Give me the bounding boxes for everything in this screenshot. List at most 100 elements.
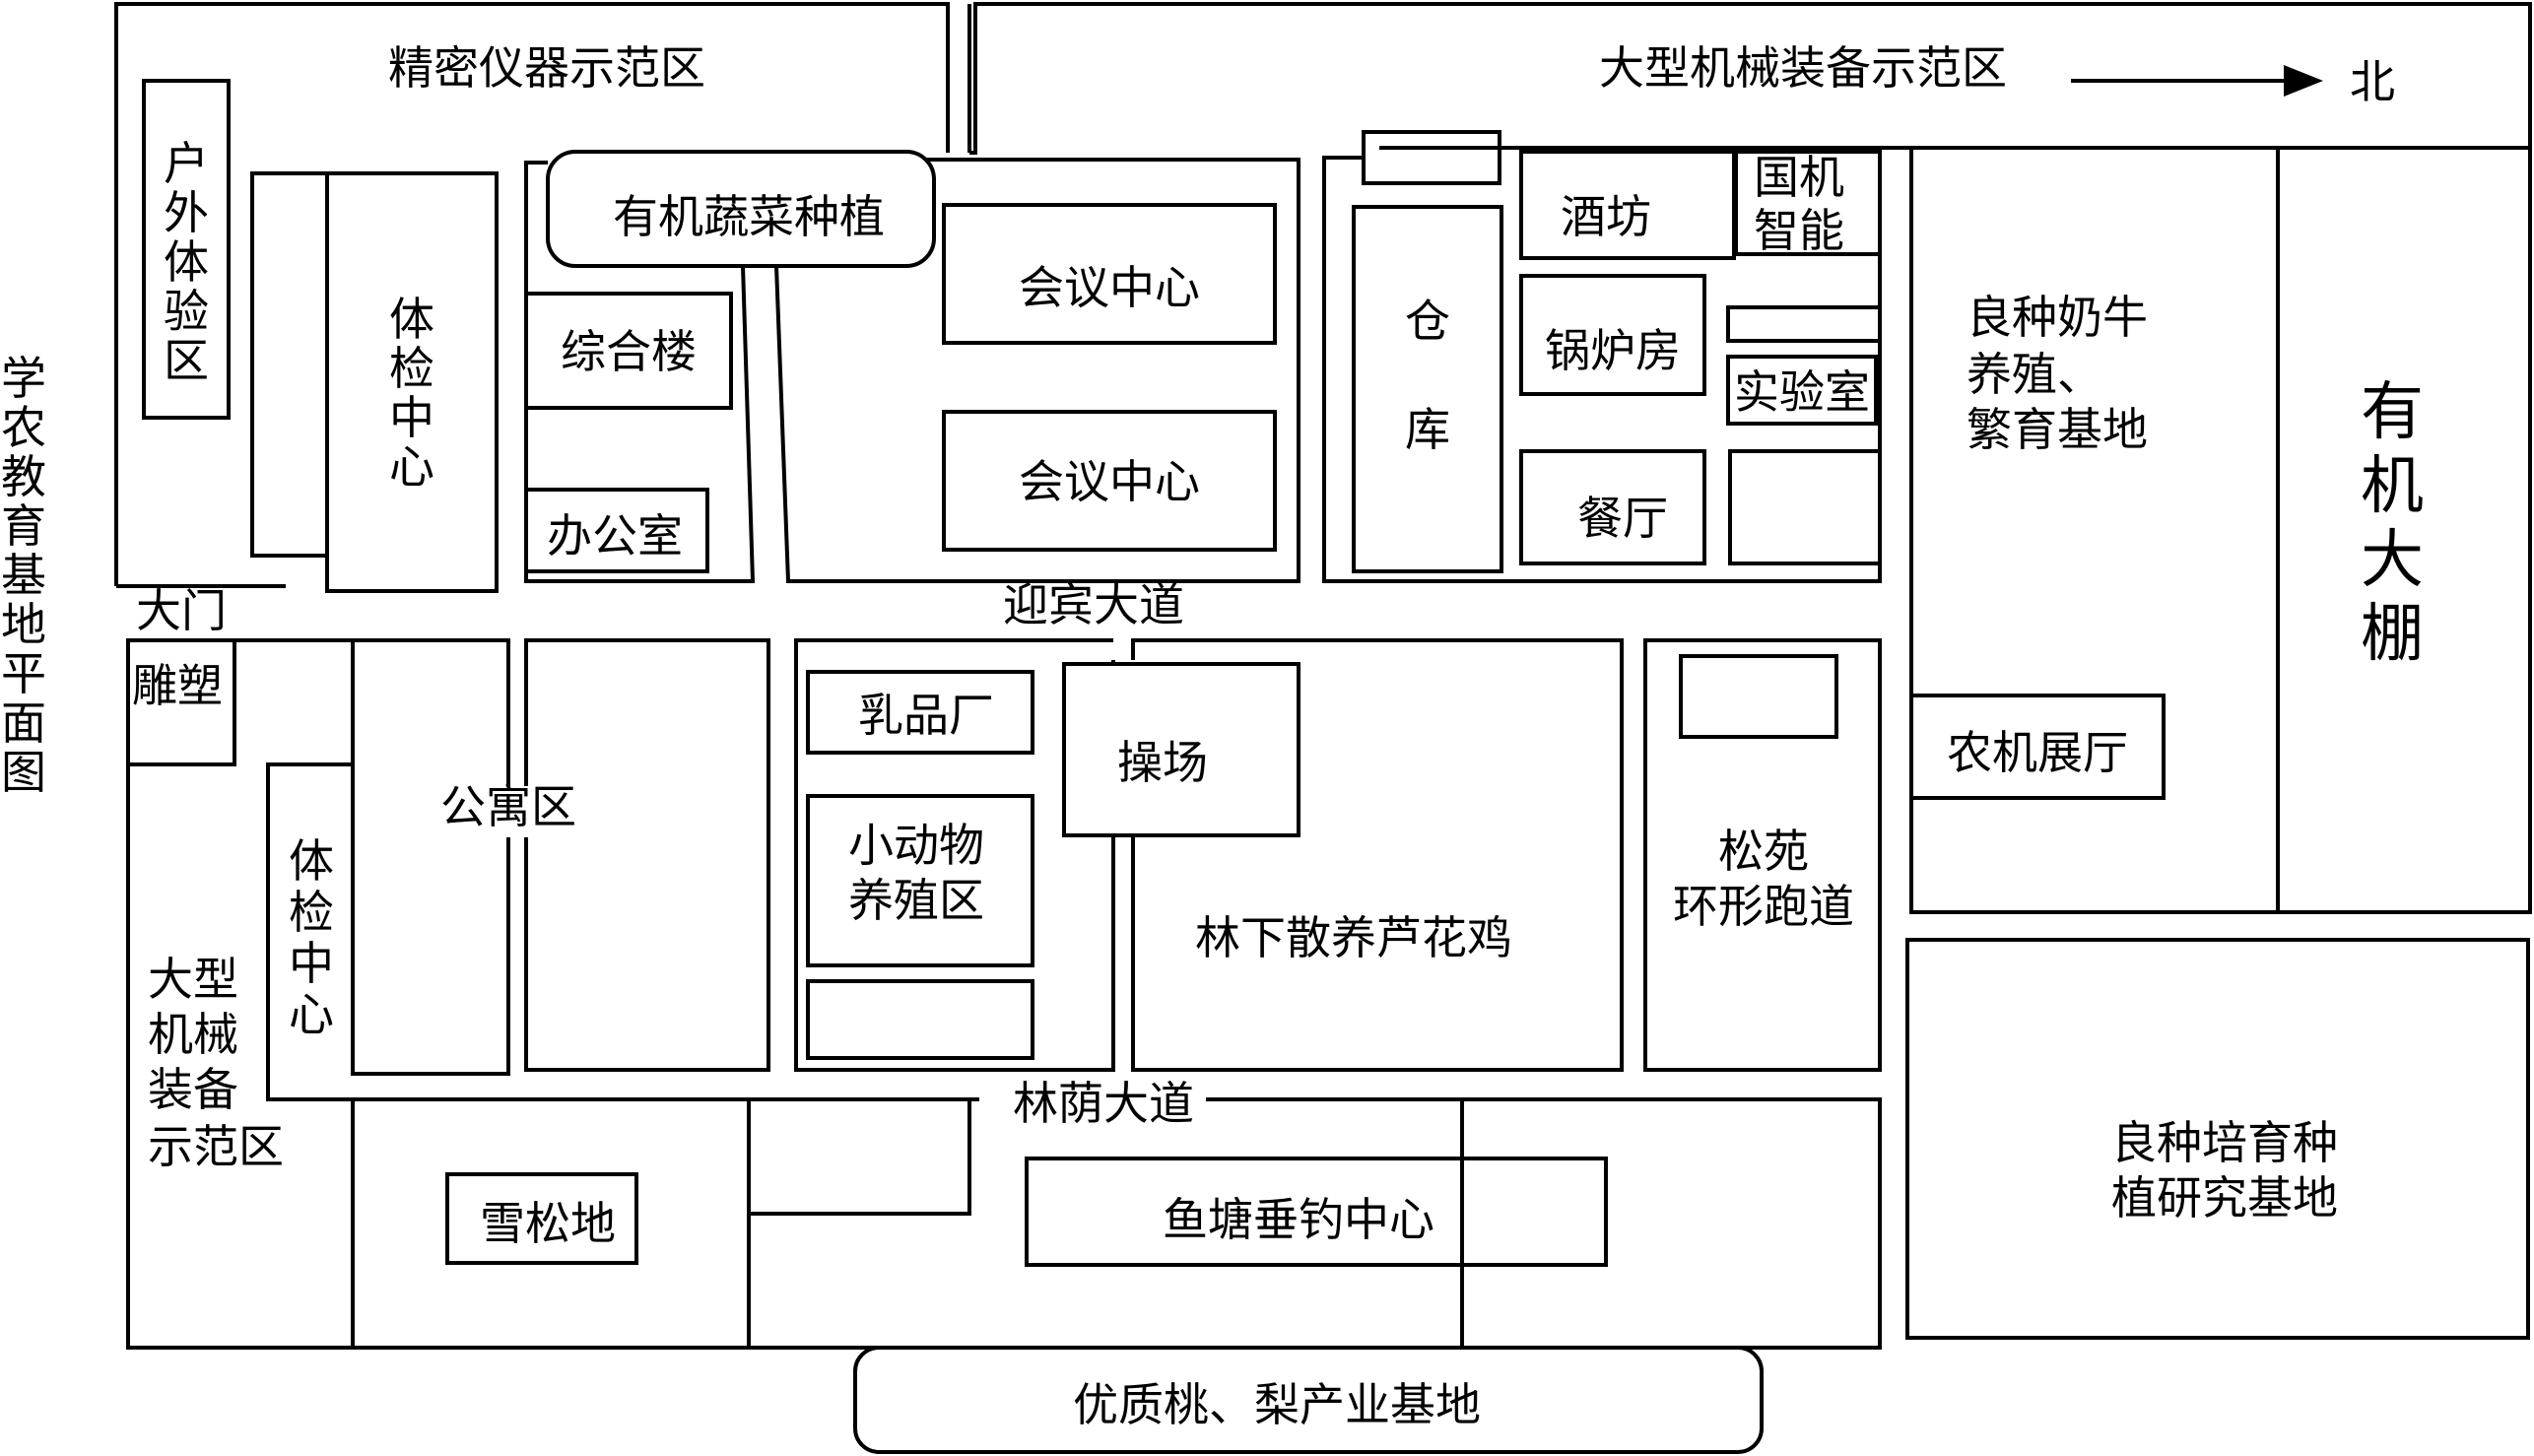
svg-text:松苑: 松苑 [1718, 825, 1809, 878]
svg-text:装备: 装备 [148, 1063, 238, 1116]
north-arrowhead-icon [2284, 65, 2323, 97]
national-machinery-smart[interactable]: 国机 智能 [1734, 150, 1882, 257]
dairy-factory-label: 乳品厂 [858, 689, 994, 742]
svg-text:示范区: 示范区 [148, 1120, 284, 1173]
peach-pear-base[interactable]: 优质桃、梨产业基地 [853, 1346, 1764, 1454]
precision-instruments-label: 精密仪器示范区 [388, 41, 705, 95]
boiler-room[interactable]: 锅炉房 [1519, 274, 1706, 396]
chicken-farm[interactable]: 林下散养芦花鸡 [1131, 638, 1624, 1072]
playground[interactable]: 操场 [1062, 662, 1300, 837]
canteen-label: 餐厅 [1577, 492, 1668, 545]
organic-greenhouse[interactable]: 有 机 大 棚 [2278, 146, 2532, 914]
precision-instruments-zone[interactable]: 精密仪器示范区 [114, 2, 950, 588]
fish-pond[interactable]: 鱼塘垂钓中心 [1025, 1157, 1608, 1267]
north-label: 北 [2350, 55, 2395, 108]
sculpture[interactable]: 雕塑 [126, 638, 236, 766]
east-annex [1728, 449, 1882, 565]
small-animal-annex [806, 979, 1034, 1060]
svg-text:智能: 智能 [1754, 204, 1844, 257]
laboratory-label: 实验室 [1734, 365, 1870, 419]
sculpture-label: 雕塑 [132, 659, 223, 712]
svg-text:环形跑道: 环形跑道 [1673, 880, 1854, 933]
snow-pine-label: 雪松地 [480, 1197, 616, 1250]
svg-text:检: 检 [389, 342, 434, 395]
north-indicator: 北 [2071, 55, 2395, 108]
svg-text:体: 体 [164, 235, 209, 289]
canteen[interactable]: 餐厅 [1519, 449, 1706, 565]
gate-label: 大门 [136, 584, 227, 637]
playground-label: 操场 [1117, 736, 1208, 789]
office-label: 办公室 [547, 509, 683, 563]
peach-pear-label: 优质桃、梨产业基地 [1073, 1378, 1481, 1431]
medical-center-south[interactable]: 体 检 中 心 [266, 762, 979, 1101]
yingbin-road-label: 迎宾大道 [1003, 578, 1184, 631]
apartment-zone[interactable]: 公寓区 [351, 638, 770, 1076]
svg-text:有: 有 [2361, 376, 2424, 449]
gatehouse [1362, 130, 1501, 185]
snow-pine-field[interactable]: 雪松地 [445, 1172, 638, 1265]
svg-text:基: 基 [1, 549, 46, 602]
svg-text:繁育基地: 繁育基地 [1967, 403, 2148, 456]
svg-text:户: 户 [164, 137, 209, 190]
boiler-room-label: 锅炉房 [1545, 324, 1681, 377]
winery[interactable]: 酒坊 [1519, 150, 1736, 260]
svg-text:国机: 国机 [1754, 151, 1844, 204]
medical-center-north[interactable]: 体 检 中 心 [325, 171, 499, 593]
svg-text:良种培育种: 良种培育种 [2111, 1116, 2338, 1169]
svg-text:养殖、: 养殖、 [1967, 348, 2102, 401]
svg-text:小动物: 小动物 [848, 819, 984, 872]
svg-text:育: 育 [1, 499, 46, 553]
conference-center-2[interactable]: 会议中心 [942, 410, 1277, 552]
conference-center-2-label: 会议中心 [1019, 455, 1200, 508]
svg-text:大型: 大型 [148, 953, 238, 1006]
complex-building-label: 综合楼 [561, 325, 697, 378]
svg-text:面: 面 [1, 696, 46, 750]
warehouse[interactable]: 仓 库 [1352, 205, 1503, 573]
svg-text:植研究基地: 植研究基地 [2111, 1171, 2338, 1224]
organic-vegetables-label: 有机蔬菜种植 [613, 190, 885, 243]
east-north-block [1322, 148, 1882, 583]
outdoor-experience-zone[interactable]: 户 外 体 验 区 [142, 79, 231, 420]
svg-text:体: 体 [289, 834, 334, 888]
dairy-cattle-base[interactable]: 良种奶牛 养殖、 繁育基地 [1909, 148, 2280, 914]
svg-text:机械: 机械 [148, 1008, 238, 1061]
apartment-label: 公寓区 [440, 780, 576, 833]
complex-block [524, 161, 756, 583]
seed-breeding-base[interactable]: 良种培育种 植研究基地 [1905, 938, 2530, 1340]
farm-machinery-hall[interactable]: 农机展厅 [1909, 694, 2166, 800]
chicken-farm-label: 林下散养芦花鸡 [1195, 911, 1512, 964]
svg-text:心: 心 [389, 440, 434, 494]
linyin-road-label: 林荫大道 [1013, 1077, 1194, 1130]
fish-pond-label: 鱼塘垂钓中心 [1163, 1193, 1434, 1246]
pine-garden[interactable]: 松苑 环形跑道 [1643, 638, 1882, 1072]
organic-vegetables[interactable]: 有机蔬菜种植 [546, 150, 936, 268]
svg-text:学: 学 [1, 352, 46, 405]
svg-text:图: 图 [1, 746, 46, 799]
svg-text:仓: 仓 [1405, 295, 1450, 348]
small-building [1726, 305, 1882, 343]
south-strip: 林荫大道 [351, 1077, 1882, 1350]
conference-center-1[interactable]: 会议中心 [942, 203, 1277, 345]
svg-text:库: 库 [1405, 403, 1450, 456]
small-animal-zone[interactable]: 小动物 养殖区 [806, 794, 1034, 967]
complex-building[interactable]: 综合楼 [524, 292, 733, 410]
dairy-factory[interactable]: 乳品厂 [806, 670, 1034, 755]
svg-text:验: 验 [164, 285, 209, 338]
large-machinery-north-label: 大型机械装备示范区 [1599, 41, 2007, 95]
svg-text:区: 区 [164, 334, 209, 387]
svg-text:地: 地 [1, 598, 46, 651]
map-title: 学 农 教 育 基 地 平 面 图 [1, 352, 46, 799]
svg-text:检: 检 [289, 886, 334, 939]
svg-text:心: 心 [289, 988, 334, 1041]
laboratory[interactable]: 实验室 [1726, 355, 1878, 426]
svg-text:良种奶牛: 良种奶牛 [1967, 291, 2148, 344]
conference-block [774, 158, 1300, 583]
winery-label: 酒坊 [1561, 190, 1651, 243]
large-machinery-south-zone[interactable]: 大型 机械 装备 示范区 [126, 638, 353, 1350]
svg-text:养殖区: 养殖区 [848, 874, 984, 927]
office[interactable]: 办公室 [524, 488, 709, 573]
svg-text:外: 外 [164, 186, 209, 239]
strip-building [250, 171, 329, 558]
conference-center-1-label: 会议中心 [1019, 261, 1200, 314]
svg-text:教: 教 [1, 450, 46, 503]
